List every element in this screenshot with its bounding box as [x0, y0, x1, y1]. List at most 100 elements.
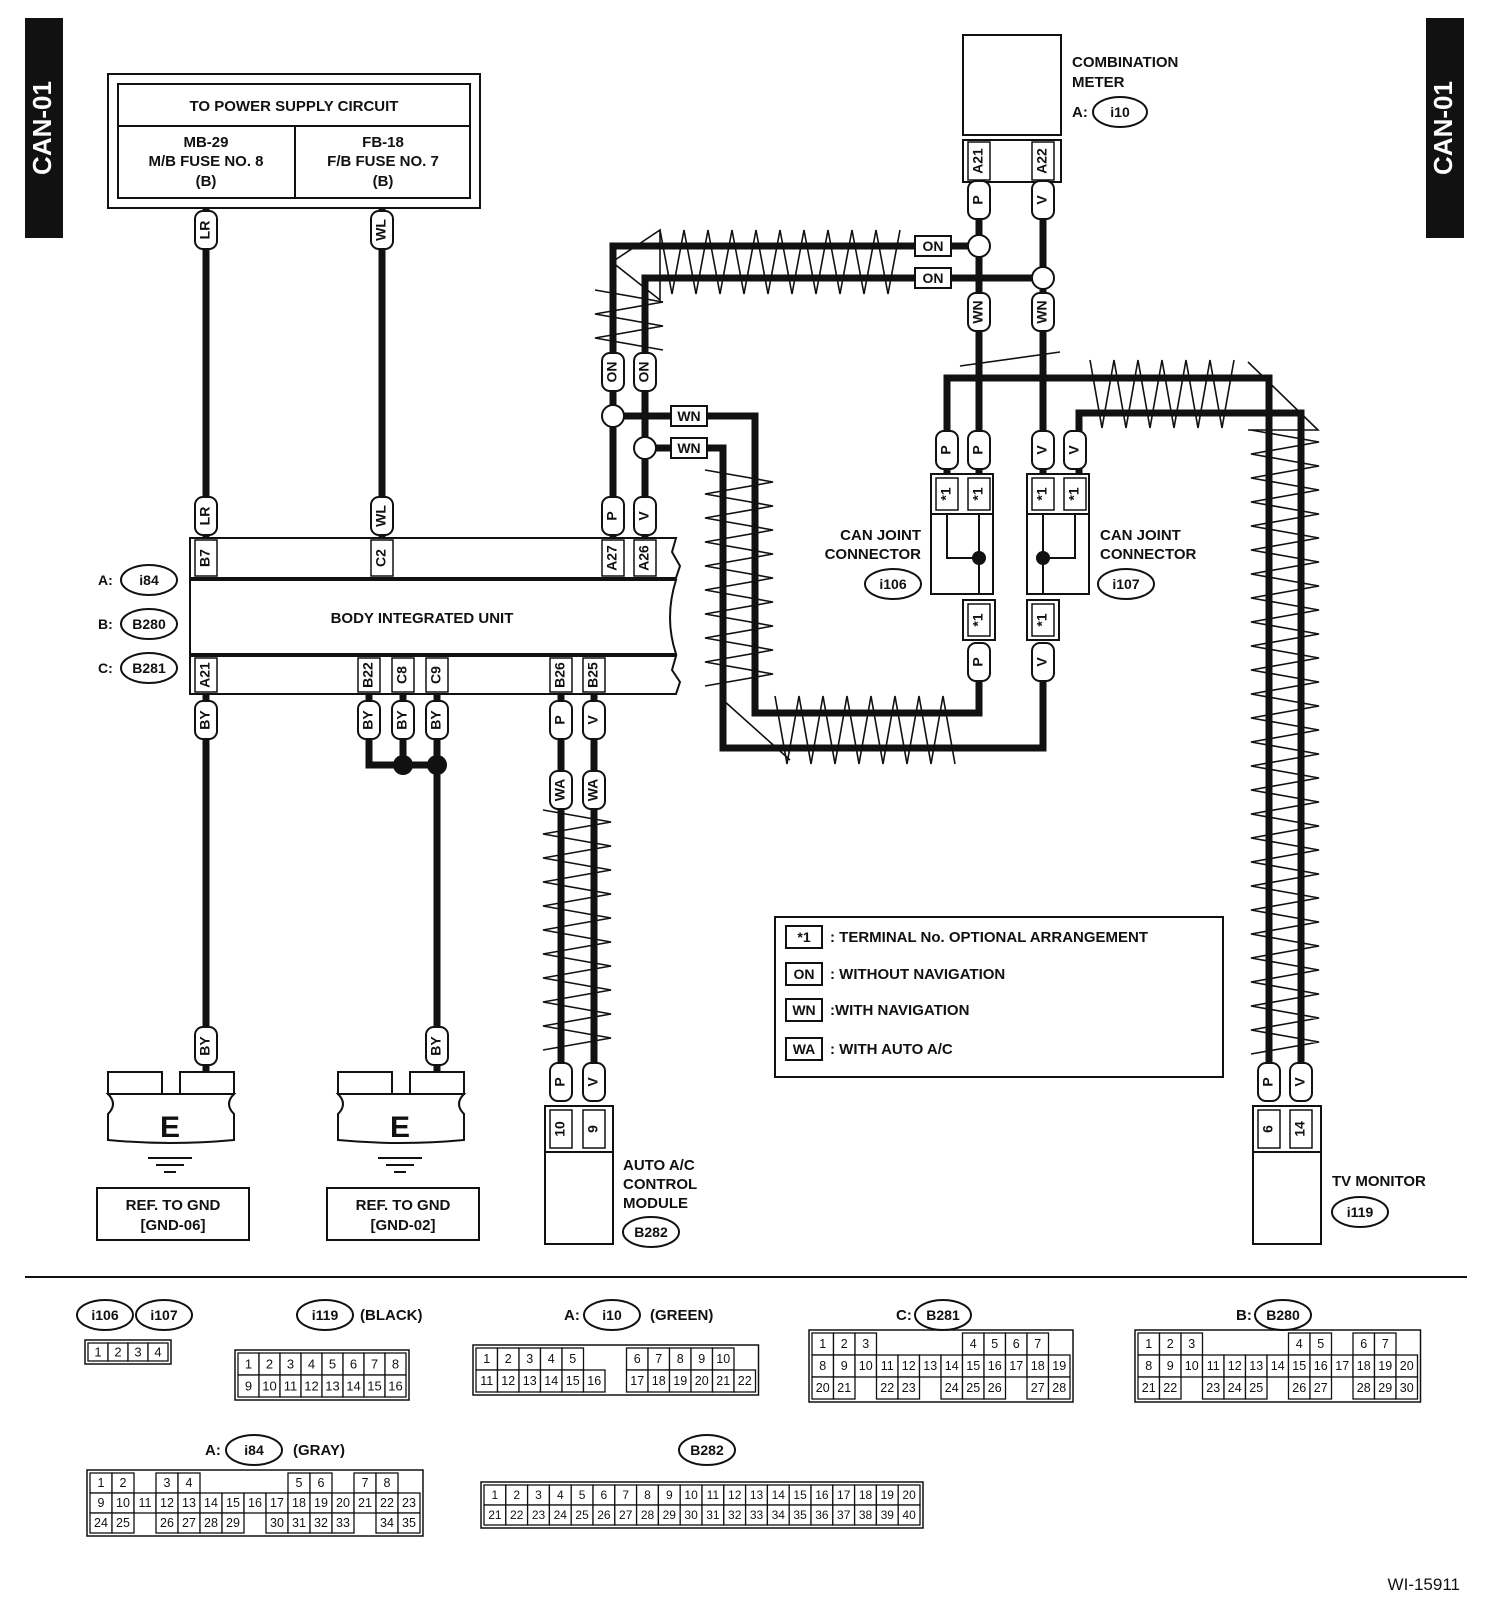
ac-pin-9: 9	[585, 1125, 601, 1133]
pin-number: 22	[380, 1496, 394, 1510]
pin-number: 11	[139, 1496, 152, 1510]
pin-number: 40	[902, 1508, 916, 1522]
pin-number: 14	[1271, 1359, 1285, 1373]
pin-number: 17	[630, 1374, 644, 1388]
wire-tag-text: WN	[677, 408, 700, 424]
legend: *1 : TERMINAL No. OPTIONAL ARRANGEMENT O…	[774, 916, 1224, 1078]
wire-tag-P: P	[935, 430, 959, 470]
wire-tag-WA: WA	[582, 770, 606, 810]
pin-number: 1	[98, 1476, 105, 1490]
legend-code-3: WN	[792, 1002, 815, 1018]
pin-number: 4	[154, 1344, 161, 1359]
i106-name-1: CAN JOINT	[840, 527, 921, 544]
pin-number: 2	[266, 1356, 273, 1371]
wire-junctions-ground	[393, 755, 447, 775]
pin-number: 26	[160, 1516, 174, 1530]
pin-number: 11	[707, 1488, 720, 1502]
wire-tag-P: P	[549, 700, 573, 740]
pin-number: 16	[388, 1378, 402, 1393]
pin-number: 6	[1013, 1337, 1020, 1351]
wire-tag-P: P	[549, 1062, 573, 1102]
conn-a-prefix: A:	[98, 572, 113, 588]
pin-number: 20	[902, 1488, 916, 1502]
pin-number: 10	[716, 1352, 730, 1366]
ac-name-1: AUTO A/C	[623, 1157, 695, 1174]
pin-number: 26	[1292, 1381, 1306, 1395]
wire-tag-BY: BY	[425, 1026, 449, 1066]
pin-cell	[1309, 1376, 1333, 1400]
pin-number: 8	[392, 1356, 399, 1371]
twist-mark	[594, 289, 664, 351]
ground-symbol-2: E	[390, 1111, 410, 1144]
i107-name-1: CAN JOINT	[1100, 527, 1181, 544]
pin-number: 25	[116, 1516, 130, 1530]
wire-tag-text: ON	[636, 362, 652, 383]
pin-number: 19	[1052, 1359, 1066, 1373]
wire-tag-V: V	[633, 496, 657, 536]
wire-tag-WN: WN	[967, 292, 991, 332]
gnd-06-ref-2: [GND-06]	[140, 1217, 205, 1234]
i107-star-3: *1	[1034, 613, 1050, 626]
pin-number: 38	[859, 1508, 873, 1522]
page-tag-right: CAN-01	[1426, 18, 1464, 238]
wire-splices-can	[601, 234, 1055, 460]
pin-number: 16	[248, 1496, 262, 1510]
wire-tag-BY: BY	[391, 700, 415, 740]
pin-number: 12	[728, 1488, 742, 1502]
figure-id: WI-15911	[1388, 1575, 1460, 1594]
pin-number: 7	[1382, 1337, 1389, 1351]
pin-cell	[331, 1512, 355, 1534]
pin-C2: C2	[373, 549, 389, 567]
pin-number: 14	[772, 1488, 786, 1502]
pin-number: 20	[695, 1374, 709, 1388]
pin-number: 8	[1145, 1359, 1152, 1373]
conn-i84: i84	[139, 572, 159, 588]
pin-cell	[733, 1369, 757, 1393]
pin-number: 12	[902, 1359, 916, 1373]
wire-tag-WN: WN	[670, 437, 708, 459]
pin-number: 18	[1031, 1359, 1045, 1373]
power-supply-box: TO POWER SUPPLY CIRCUIT MB-29 M/B FUSE N…	[107, 73, 481, 209]
tv-conn-i119: i119	[1347, 1204, 1374, 1220]
page-tag-right-text: CAN-01	[1428, 81, 1458, 175]
conn-c-prefix: C:	[98, 660, 113, 676]
wire-tag-text: WN	[677, 440, 700, 456]
gnd-02-ref-1: REF. TO GND	[356, 1197, 451, 1214]
i106-star-3: *1	[970, 613, 986, 626]
pin-number: 9	[666, 1488, 673, 1502]
wire-tag-text: BY	[197, 1036, 213, 1056]
gnd-02-ref-2: [GND-02]	[370, 1217, 435, 1234]
pin-number: 22	[880, 1381, 894, 1395]
pin-number: 21	[358, 1496, 372, 1510]
cv-i10-label: i10	[602, 1307, 622, 1323]
pin-number: 1	[819, 1337, 826, 1351]
conn-B280: B280	[132, 616, 166, 632]
pin-number: 5	[296, 1476, 303, 1490]
pin-number: 4	[970, 1337, 977, 1351]
twist-mark	[542, 809, 612, 1051]
cv-i10-prefix: A:	[564, 1307, 580, 1324]
pin-number: 18	[652, 1374, 666, 1388]
pin-number: 18	[859, 1488, 873, 1502]
wire-tag-BY: BY	[425, 700, 449, 740]
cv-i10-color: (GREEN)	[650, 1307, 713, 1324]
wire-tag-text: P	[552, 715, 568, 724]
tv-pin-14: 14	[1292, 1121, 1308, 1137]
pin-number: 26	[988, 1381, 1002, 1395]
pin-number: 3	[1188, 1337, 1195, 1351]
pin-number: 5	[991, 1337, 998, 1351]
pin-number: 4	[557, 1488, 564, 1502]
pin-number: 22	[738, 1374, 752, 1388]
pin-number: 10	[262, 1378, 276, 1393]
gnd-06-ref-1: REF. TO GND	[126, 1197, 221, 1214]
pin-number: 7	[362, 1476, 369, 1490]
wire-tag-text: ON	[923, 238, 944, 254]
pin-number: 4	[548, 1352, 555, 1366]
pin-number: 9	[245, 1378, 252, 1393]
cv-i84-prefix: A:	[205, 1442, 221, 1459]
wire-tag-BY: BY	[194, 1026, 218, 1066]
pin-number: 11	[480, 1374, 493, 1388]
